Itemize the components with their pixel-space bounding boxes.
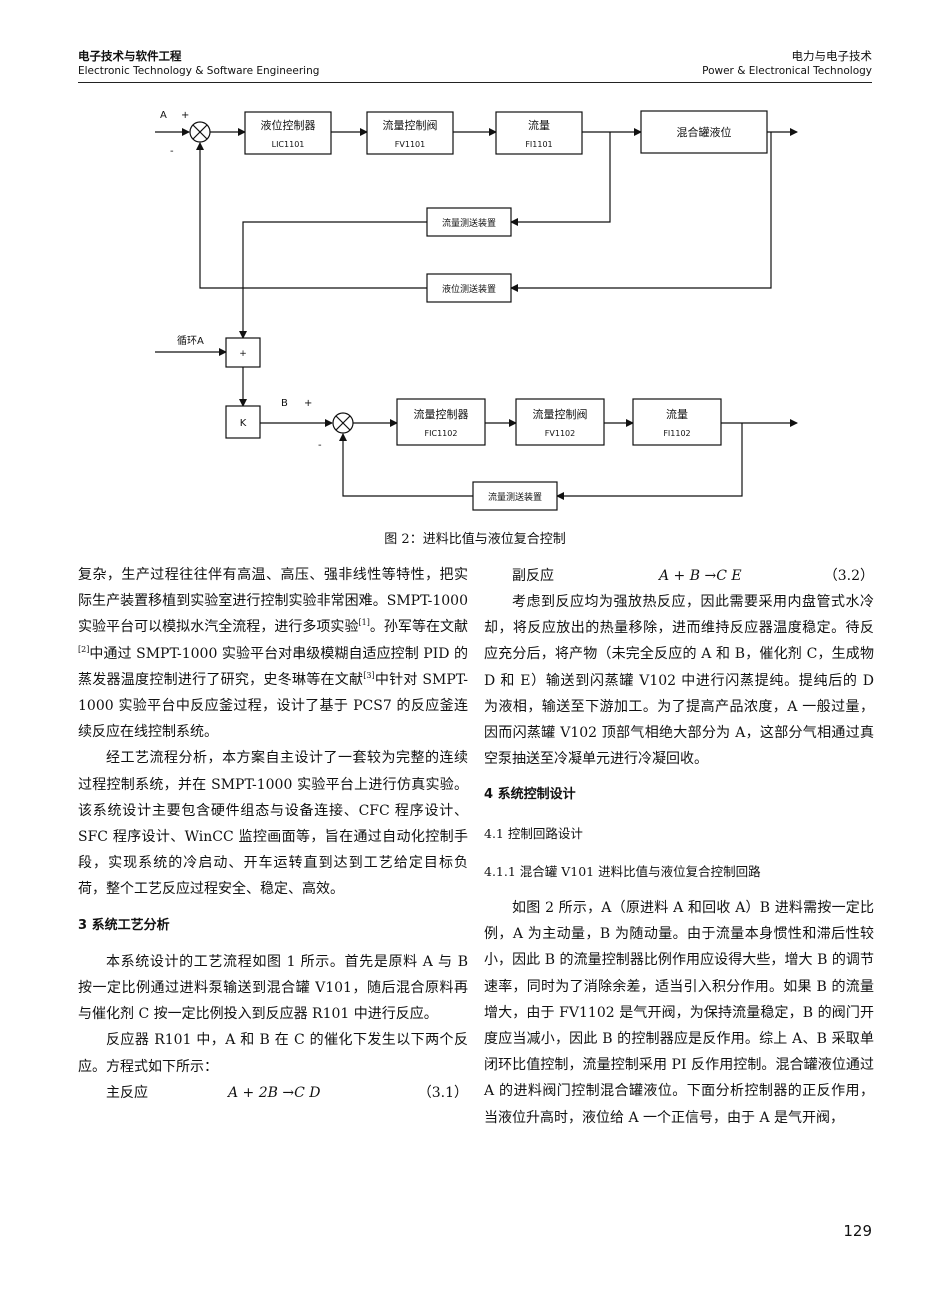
box-flow-1101-tag: FI1101: [525, 140, 552, 149]
equation-3-1-label: 主反应: [106, 1084, 148, 1101]
input-b-label: B: [281, 398, 288, 409]
section-title-cn: 电力与电子技术: [791, 49, 873, 63]
ref-2[interactable]: [2]: [78, 644, 90, 654]
left-column: 复杂，生产过程往往伴有高温、高压、强非线性等特性，把实际生产装置移植到实验室进行…: [78, 562, 468, 1106]
ref-3[interactable]: [3]: [363, 670, 375, 680]
journal-title-cn: 电子技术与软件工程: [78, 49, 182, 63]
box-flow-valve-1102-tag: FV1102: [545, 429, 575, 438]
recycle-a-label: 循环A: [177, 334, 204, 347]
box-flow-1102-tag: FI1102: [663, 429, 690, 438]
subsection-4-1-heading: 4.1 控制回路设计: [484, 825, 583, 841]
box-flow-valve-1102-title: 流量控制阀: [533, 407, 588, 421]
equation-3-2-formula: A + B →C E: [659, 568, 742, 584]
left-paragraph-2: 经工艺流程分析，本方案自主设计了一套较为完整的连续过程控制系统，并在 SMPT-…: [78, 750, 468, 898]
figure-caption: 图 2：进料比值与液位复合控制: [384, 532, 566, 547]
box-flow-valve-1101-tag: FV1101: [395, 140, 425, 149]
box-flow-1102-title: 流量: [666, 407, 688, 421]
equation-3-1: 主反应 A + 2B →C D （3.1）: [78, 1080, 468, 1106]
page-header: 电子技术与软件工程 Electronic Technology & Softwa…: [78, 44, 872, 83]
sum-minus-sign: -: [170, 146, 174, 157]
sum2-plus-sign: +: [304, 398, 312, 409]
control-block-diagram: A + - 液位控制器 LIC1101 流量控制阀 FV1101 流量 FI11…: [155, 110, 798, 511]
equation-3-1-formula: A + 2B →C D: [228, 1084, 321, 1101]
section-title-en: Power & Electronical Technology: [702, 65, 872, 77]
left-paragraph-4: 反应器 R101 中，A 和 B 在 C 的催化下发生以下两个反应。方程式如下所…: [78, 1032, 468, 1075]
right-paragraph-2: 如图 2 所示，A（原进料 A 和回收 A）B 进料需按一定比例，A 为主动量，…: [484, 900, 874, 1126]
box-flow-valve-1101-title: 流量控制阀: [383, 118, 438, 132]
left-paragraph-3: 本系统设计的工艺流程如图 1 所示。首先是原料 A 与 B 按一定比例通过进料泵…: [78, 953, 468, 1023]
box-flow-1101-title: 流量: [528, 118, 550, 132]
box-flow-transmitter-lower: 流量测送装置: [488, 491, 542, 503]
sum2-minus-sign: -: [318, 440, 322, 451]
page-number: 129: [843, 1222, 872, 1240]
box-level-transmitter: 液位测送装置: [442, 283, 496, 295]
box-tank-level-title: 混合罐液位: [677, 125, 732, 139]
sum-plus-sign: +: [181, 110, 189, 121]
input-a-label: A: [160, 110, 167, 121]
equation-3-2-number: （3.2）: [823, 568, 874, 584]
ref-1[interactable]: [1]: [358, 618, 370, 628]
left-paragraph-1: 复杂，生产过程往往伴有高温、高压、强非线性等特性，把实际生产装置移植到实验室进行…: [78, 567, 469, 741]
section-4-heading: 4 系统控制设计: [484, 787, 576, 803]
box-level-controller-tag: LIC1101: [272, 140, 305, 149]
subsection-4-1-1-heading: 4.1.1 混合罐 V101 进料比值与液位复合控制回路: [484, 863, 761, 879]
box-flow-transmitter-upper: 流量测送装置: [442, 217, 496, 229]
box-flow-controller-1102-title: 流量控制器: [414, 407, 469, 421]
adder-sign: +: [239, 349, 247, 359]
equation-3-2-label: 副反应: [512, 568, 554, 584]
equation-3-1-number: （3.1）: [417, 1084, 468, 1101]
equation-3-2: 副反应 A + B →C E （3.2）: [484, 563, 874, 589]
right-column: 副反应 A + B →C E （3.2） 考虑到反应均为强放热反应，因此需要采用…: [484, 563, 874, 1131]
journal-title-en: Electronic Technology & Software Enginee…: [78, 65, 320, 77]
box-flow-controller-1102-tag: FIC1102: [425, 429, 458, 438]
section-3-heading: 3 系统工艺分析: [78, 917, 170, 933]
box-ratio-k: K: [240, 418, 247, 429]
box-level-controller-title: 液位控制器: [261, 118, 316, 132]
right-paragraph-1: 考虑到反应均为强放热反应，因此需要采用内盘管式水冷却，将反应放出的热量移除，进而…: [484, 594, 874, 768]
